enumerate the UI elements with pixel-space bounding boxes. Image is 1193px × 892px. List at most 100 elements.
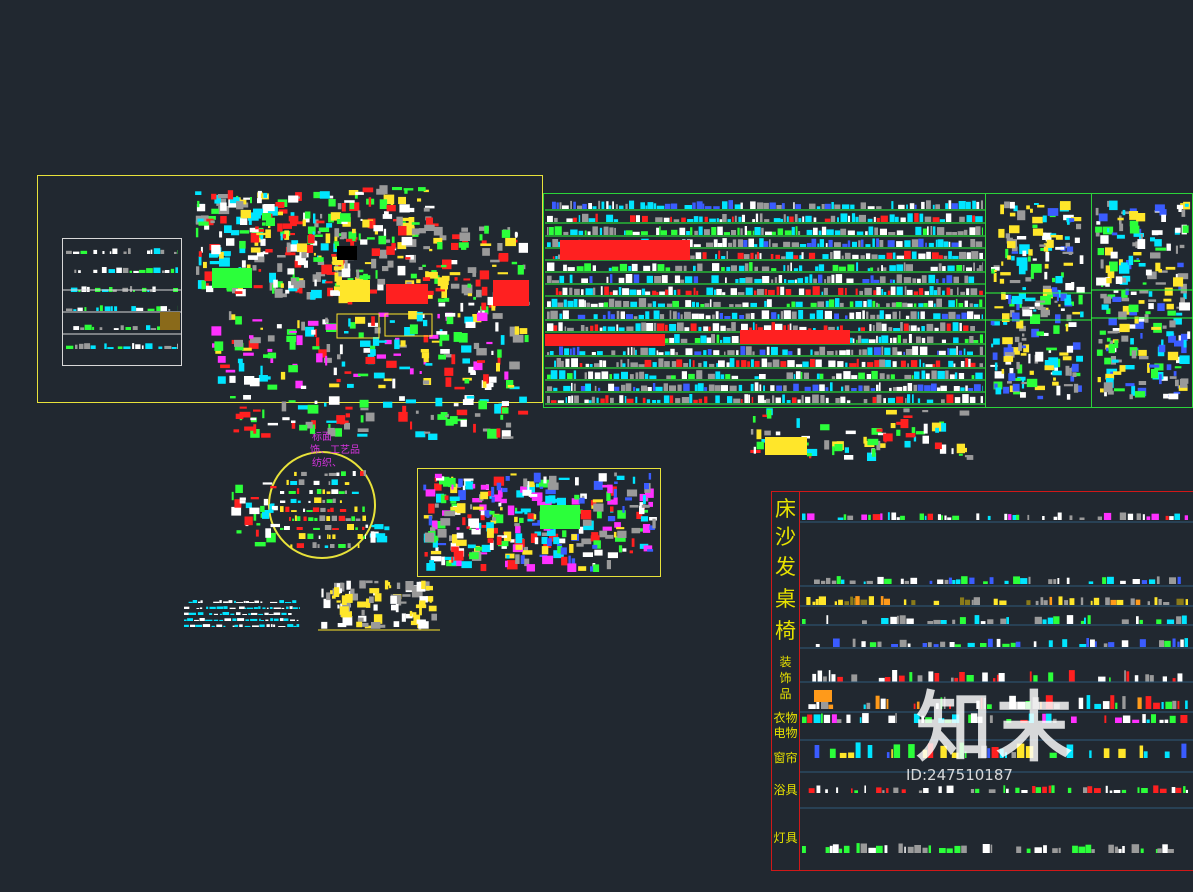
block-symbol — [582, 213, 589, 222]
block-symbol — [1021, 337, 1027, 341]
block-symbol — [1046, 347, 1057, 351]
block-symbol — [547, 275, 552, 283]
block-symbol — [976, 700, 980, 709]
block-symbol — [641, 288, 646, 295]
block-symbol — [781, 203, 785, 209]
block-symbol — [374, 593, 382, 602]
block-symbol — [890, 286, 896, 295]
block-symbol — [470, 504, 473, 510]
block-symbol — [1064, 298, 1072, 306]
circle-label-3: 纺织、 — [312, 458, 342, 469]
block-symbol — [269, 504, 274, 510]
block-symbol — [1178, 206, 1182, 212]
block-symbol — [645, 205, 648, 209]
block-symbol — [921, 275, 927, 283]
block-symbol — [759, 349, 766, 355]
block-symbol — [393, 621, 400, 627]
block-symbol — [876, 314, 880, 319]
block-symbol — [754, 278, 762, 283]
block-symbol — [1057, 578, 1060, 584]
block-symbol — [337, 246, 357, 260]
block-symbol — [265, 619, 269, 621]
block-symbol — [757, 288, 764, 295]
block-symbol — [337, 203, 342, 210]
block-symbol — [227, 190, 234, 200]
block-symbol — [344, 371, 352, 374]
block-symbol — [280, 506, 284, 512]
block-symbol — [940, 620, 947, 624]
block-symbol — [922, 643, 927, 647]
block-symbol — [467, 544, 476, 549]
block-symbol — [896, 421, 903, 425]
block-symbol — [598, 302, 604, 307]
block-symbol — [724, 316, 731, 319]
block-symbol — [324, 473, 328, 476]
block-symbol — [357, 617, 364, 622]
block-symbol — [752, 351, 755, 355]
block-symbol — [371, 531, 379, 534]
block-symbol — [884, 845, 888, 853]
block-symbol — [884, 578, 892, 584]
block-symbol — [949, 704, 951, 709]
block-symbol — [609, 291, 613, 295]
block-symbol — [698, 362, 702, 367]
block-symbol — [1002, 294, 1010, 299]
block-symbol — [547, 215, 553, 222]
block-symbol — [940, 641, 946, 647]
block-symbol — [188, 612, 196, 615]
block-symbol — [562, 530, 567, 538]
block-symbol — [618, 287, 622, 295]
block-symbol — [206, 285, 214, 293]
block-symbol — [593, 314, 598, 319]
block-symbol — [849, 580, 856, 584]
block-symbol — [785, 251, 794, 259]
block-symbol — [117, 346, 123, 349]
block-symbol — [631, 263, 638, 271]
block-symbol — [434, 483, 442, 491]
block-symbol — [327, 287, 333, 297]
block-symbol — [350, 588, 355, 599]
block-symbol — [698, 326, 702, 331]
block-symbol — [327, 427, 335, 435]
block-symbol — [1124, 670, 1126, 682]
block-symbol — [439, 334, 450, 341]
block-symbol — [731, 230, 736, 235]
block-symbol — [238, 363, 245, 372]
block-symbol — [793, 268, 799, 271]
block-symbol — [419, 371, 422, 374]
block-symbol — [903, 323, 909, 331]
block-symbol — [1147, 271, 1157, 280]
block-symbol — [254, 600, 259, 603]
block-symbol — [976, 201, 980, 209]
block-symbol — [1129, 324, 1137, 329]
block-symbol — [321, 621, 328, 629]
block-symbol — [325, 324, 337, 330]
block-symbol — [899, 639, 907, 647]
block-symbol — [1080, 311, 1084, 318]
block-symbol — [625, 203, 628, 209]
block-symbol — [1145, 269, 1152, 276]
block-symbol — [946, 785, 954, 793]
block-symbol — [1025, 277, 1032, 282]
block-symbol — [936, 278, 939, 283]
block-symbol — [1052, 718, 1057, 723]
block-symbol — [975, 372, 983, 379]
block-symbol — [1148, 303, 1154, 310]
block-symbol — [486, 341, 493, 345]
block-symbol — [464, 379, 470, 384]
block-symbol — [112, 248, 118, 254]
block-symbol — [794, 279, 797, 283]
block-symbol — [1008, 294, 1012, 304]
block-symbol — [578, 299, 585, 307]
block-symbol — [749, 327, 752, 331]
block-symbol — [1020, 719, 1028, 723]
block-symbol — [729, 385, 737, 391]
block-symbol — [968, 276, 975, 283]
block-symbol — [362, 506, 365, 512]
block-symbol — [1127, 513, 1134, 520]
block-symbol — [698, 313, 705, 319]
block-symbol — [567, 300, 574, 307]
block-symbol — [549, 475, 557, 484]
block-symbol — [927, 336, 934, 343]
